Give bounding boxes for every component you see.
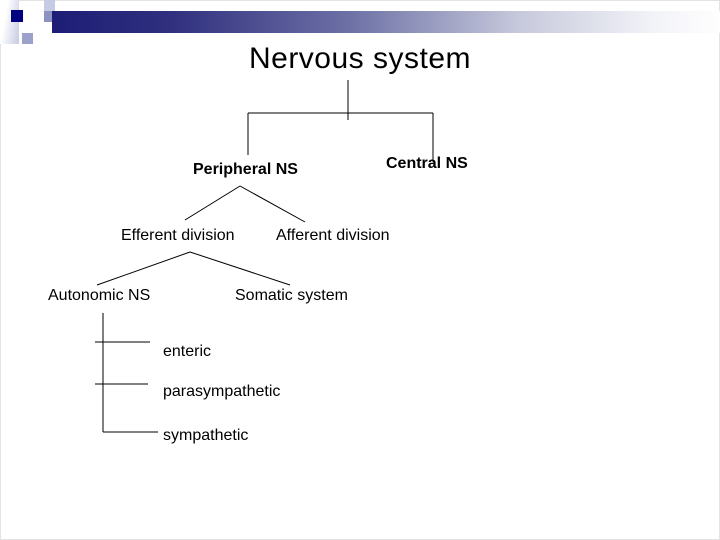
corner-lavender-square: [44, 0, 55, 11]
node-sympathetic: sympathetic: [163, 427, 249, 444]
node-somatic-system: Somatic system: [235, 287, 348, 304]
header-gradient-bar: [52, 11, 720, 33]
slide-title: Nervous system: [248, 42, 472, 75]
corner-slate-square: [44, 11, 55, 22]
corner-purple-square: [22, 33, 33, 44]
node-afferent-division: Afferent division: [276, 227, 390, 244]
node-autonomic-ns: Autonomic NS: [48, 287, 151, 304]
node-peripheral-ns: Peripheral NS: [193, 161, 298, 178]
node-enteric: enteric: [163, 343, 212, 360]
node-efferent-division: Efferent division: [121, 227, 235, 244]
node-central-ns: Central NS: [386, 155, 468, 172]
node-parasympathetic: parasympathetic: [163, 383, 281, 400]
corner-navy-square: [11, 10, 23, 22]
